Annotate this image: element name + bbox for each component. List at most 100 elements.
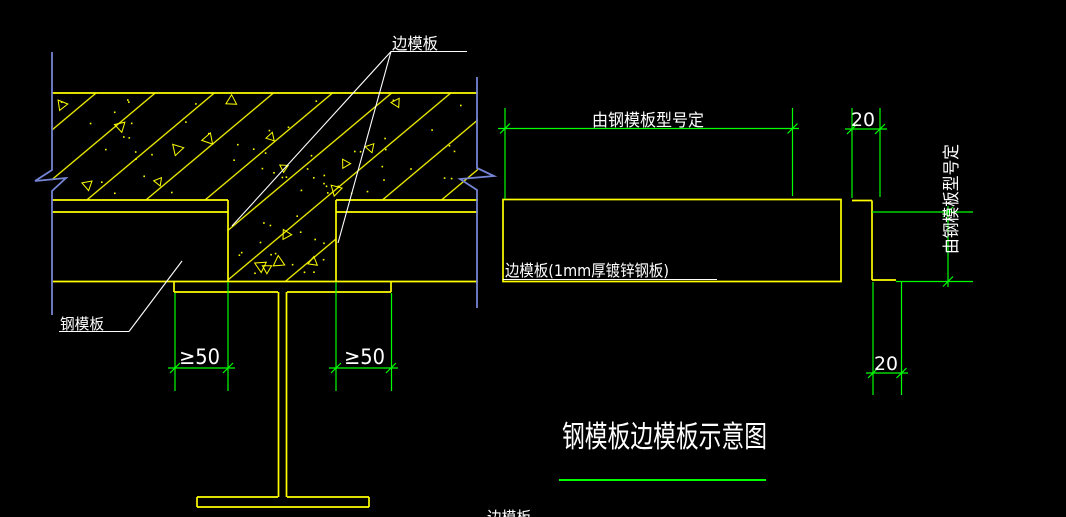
aggregate-dot <box>303 271 306 274</box>
dim-tick <box>330 362 342 374</box>
aggregate-dot <box>431 129 433 131</box>
section-structure-lines <box>52 92 478 508</box>
aggregate-dot <box>322 258 325 261</box>
aggregate-dot <box>171 191 173 194</box>
aggregate-triangle <box>390 97 400 109</box>
dim-tick <box>942 276 954 287</box>
aggregate-dot <box>135 158 137 160</box>
aggregate-dot <box>123 136 125 138</box>
dim-tick <box>896 367 907 379</box>
joint-hatch <box>228 200 336 282</box>
dim-tick <box>169 362 181 374</box>
aggregate-triangle <box>200 131 214 145</box>
aggregate-dot <box>385 148 387 151</box>
aggregate-triangle <box>342 158 352 170</box>
aggregate-dot <box>354 150 356 153</box>
break-line-left <box>34 52 69 315</box>
steel-formwork-label: 钢模板 <box>60 315 104 333</box>
aggregate-dot <box>237 143 239 146</box>
aggregate-dot <box>60 101 63 103</box>
aggregate-triangle <box>330 184 344 198</box>
aggregate-dot <box>263 222 265 224</box>
dim-tick <box>787 123 798 134</box>
aggregate-dot <box>291 263 294 266</box>
aggregate-triangle <box>172 143 185 157</box>
dim-tick <box>499 123 511 134</box>
aggregate-dot <box>323 182 325 185</box>
width-dim-text: 由钢模板型号定 <box>592 111 704 131</box>
aggregate-dot <box>143 175 145 178</box>
drawing-title: 钢模板边模板示意图 <box>562 420 767 455</box>
aggregate-dot <box>105 148 107 151</box>
aggregate-dot <box>113 111 116 114</box>
aggregate-dot <box>383 179 385 181</box>
aggregate-triangle <box>152 176 163 187</box>
aggregate-triangle <box>272 254 286 267</box>
edge-formwork-leader-left <box>231 51 392 227</box>
leader-lines <box>59 50 717 333</box>
aggregate-dot <box>89 122 92 125</box>
aggregate-dot <box>185 121 187 123</box>
concrete-aggregate-symbols <box>57 93 462 275</box>
aggregate-dot <box>327 192 329 194</box>
break-line-right <box>457 77 498 308</box>
drawing-texts: 边模板 钢模板 ≥50 ≥50 由钢模板型号定 20 由钢模板型号定 20 边模… <box>60 34 962 517</box>
aggregate-dot <box>323 174 326 177</box>
aggregate-dot <box>285 176 288 178</box>
edge-formwork-leader-right <box>337 51 392 244</box>
dim-tick <box>942 206 954 218</box>
aggregate-dot <box>323 242 325 245</box>
top-lip-dim-text: 20 <box>851 109 875 131</box>
aggregate-dot <box>273 172 275 174</box>
dimension-lines <box>168 108 973 481</box>
aggregate-dot <box>151 153 153 156</box>
aggregate-dot <box>315 100 318 102</box>
height-dim-text: 由钢模板型号定 <box>942 144 962 254</box>
aggregate-dot <box>287 126 290 129</box>
aggregate-dot <box>306 168 309 170</box>
concrete-hatch-region <box>52 93 478 282</box>
aggregate-dot <box>310 154 313 157</box>
aggregate-dot <box>254 272 256 275</box>
aggregate-triangle <box>81 180 93 192</box>
dim-tick <box>222 362 234 374</box>
bearing-dim-left-text: ≥50 <box>179 345 220 369</box>
aggregate-triangle <box>364 142 375 154</box>
edge-form-elevation-rect <box>502 198 842 283</box>
aggregate-dot <box>313 177 315 179</box>
aggregate-dot <box>134 151 137 153</box>
aggregate-dot <box>208 132 210 135</box>
aggregate-dot <box>325 185 328 188</box>
aggregate-dot <box>269 224 272 227</box>
aggregate-dot <box>300 189 303 192</box>
aggregate-dot <box>384 137 386 140</box>
dim-tick <box>874 123 886 135</box>
aggregate-dot <box>299 231 302 233</box>
aggregate-dot <box>130 122 133 125</box>
aggregate-dot <box>114 192 116 195</box>
aggregate-dot <box>313 271 315 273</box>
dim-tick <box>846 123 858 135</box>
aggregate-dot <box>268 129 271 132</box>
aggregate-dot <box>240 251 243 254</box>
aggregate-dot <box>453 150 456 153</box>
aggregate-triangle <box>113 121 126 134</box>
aggregate-triangle <box>282 228 293 241</box>
aggregate-dot <box>252 148 255 150</box>
slab-break-boundaries <box>34 52 498 315</box>
aggregate-dot <box>238 254 241 256</box>
aggregate-dot <box>274 252 277 255</box>
dim-tick <box>867 367 879 379</box>
aggregate-dot <box>259 241 262 244</box>
aggregate-dot <box>366 190 369 193</box>
aggregate-dot <box>359 150 362 153</box>
aggregate-dot <box>460 104 462 107</box>
bearing-dim-right-text: ≥50 <box>344 345 385 369</box>
aggregate-triangle <box>253 261 268 274</box>
aggregate-dot <box>127 99 129 101</box>
aggregate-dot <box>448 145 451 147</box>
aggregate-triangle <box>278 164 290 174</box>
aggregate-triangle <box>264 131 275 142</box>
